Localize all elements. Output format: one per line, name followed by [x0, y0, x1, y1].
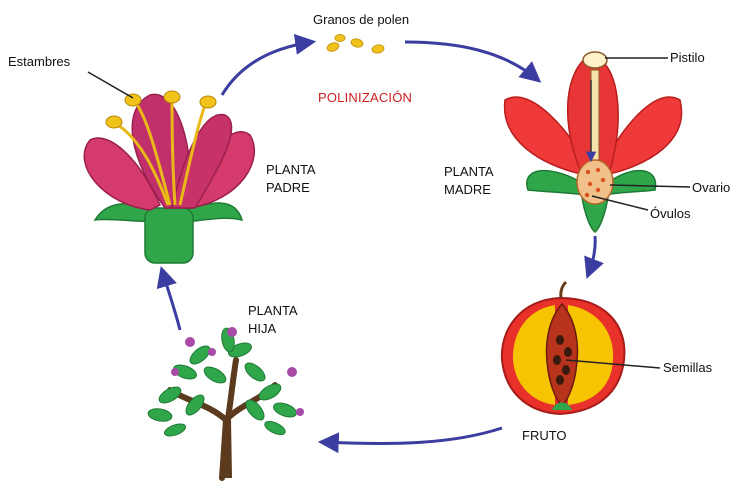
label-mother-plant-line2: MADRE: [444, 182, 491, 197]
label-ovules: Óvulos: [650, 206, 691, 221]
arrow-child-to-father: [156, 265, 182, 331]
cycle-arrows: [156, 33, 604, 454]
label-mother-plant-line1: PLANTA: [444, 164, 494, 179]
label-fruit: FRUTO: [522, 428, 567, 443]
child-tree-icon: [147, 327, 304, 481]
father-flower-icon: [83, 71, 255, 264]
arrow-fruit-to-child: [317, 426, 503, 454]
label-father-plant-line1: PLANTA: [266, 162, 316, 177]
label-child-plant-line1: PLANTA: [248, 303, 298, 318]
arrow-father-to-pollen: [220, 33, 317, 96]
pollen-grains-icon: [326, 34, 385, 54]
label-father-plant-line2: PADRE: [266, 180, 310, 195]
mother-flower-icon: [503, 51, 691, 233]
label-seeds: Semillas: [663, 360, 713, 375]
arrow-mother-to-fruit: [584, 235, 604, 279]
label-pistil: Pistilo: [670, 50, 705, 65]
label-pollination: POLINIZACIÓN: [318, 90, 413, 105]
label-pollen-grains: Granos de polen: [313, 12, 410, 27]
fruit-icon: [500, 280, 661, 416]
label-child-plant-line2: HIJA: [248, 321, 277, 336]
arrow-pollen-to-mother: [404, 40, 542, 83]
label-stamens: Estambres: [8, 54, 71, 69]
label-ovary: Ovario: [692, 180, 731, 195]
